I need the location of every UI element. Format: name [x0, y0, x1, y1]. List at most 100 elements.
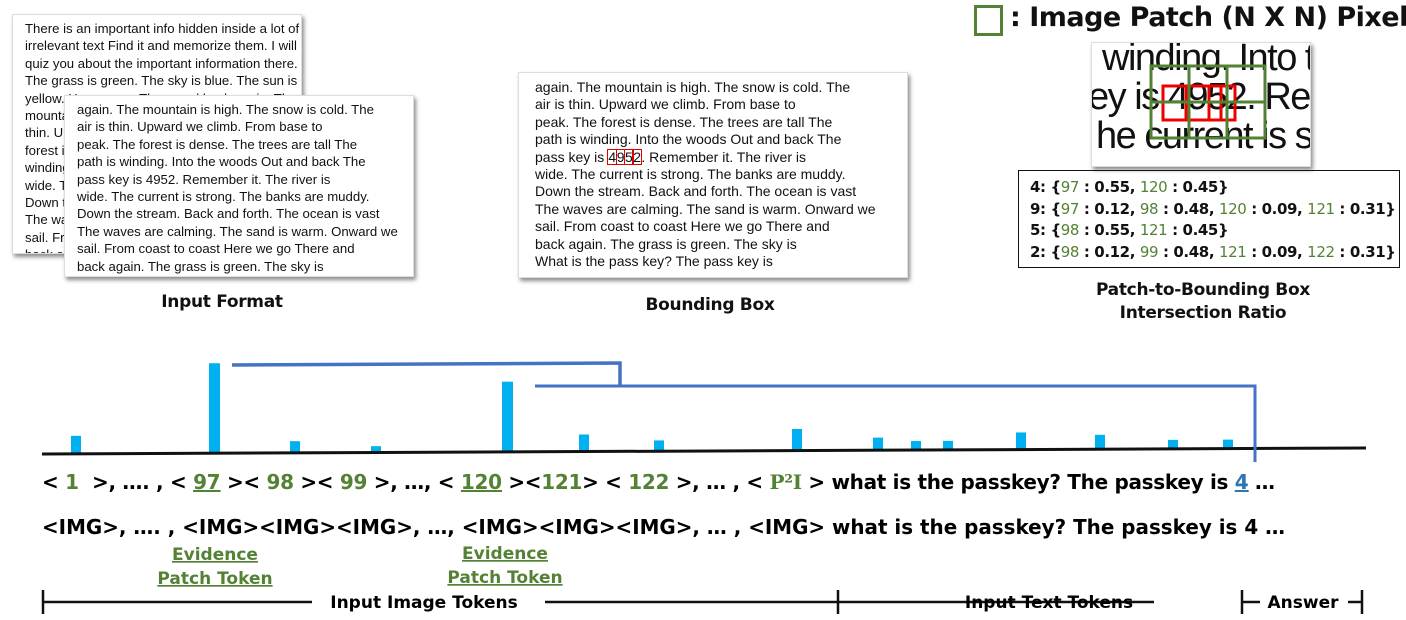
bounding-box-caption: Bounding Box	[645, 295, 775, 315]
patch-grid-overlay	[1149, 64, 1267, 140]
patch-index: 98	[1060, 221, 1080, 239]
attention-bar	[943, 440, 953, 450]
text-line: wide. T	[25, 177, 68, 193]
attention-bar	[654, 440, 664, 452]
ratio-digit: 5	[1030, 221, 1041, 239]
ratio-value: 0.12	[1094, 242, 1130, 261]
token-text: ><	[294, 470, 341, 494]
text-line: path is winding. Into the woods Out and …	[535, 131, 842, 148]
patch-index-token: 120	[461, 470, 502, 494]
key-line: pass key is 4952. Remember it. The river…	[535, 148, 907, 166]
attention-bar	[1095, 434, 1105, 450]
attention-link-97	[231, 361, 622, 385]
text-line: thin. Up	[25, 125, 71, 141]
text-line: peak. The forest is dense. The trees are…	[77, 136, 358, 152]
attention-bar	[71, 435, 81, 454]
digit-bounding-box: 2	[632, 148, 643, 165]
ratio-value: 0.09	[1261, 242, 1298, 261]
token-text: > what is the passkey? The passkey is	[802, 470, 1235, 494]
patch-index-token: P²I	[770, 470, 803, 494]
patch-index-token: 121	[541, 470, 582, 494]
text-line: Down the stream. Back and forth. The oce…	[77, 206, 380, 222]
patch-index: 98	[1139, 199, 1159, 218]
text-line: The waves are calming. The sand is warm.…	[535, 200, 876, 217]
input-format-caption: Input Format	[161, 292, 283, 312]
patch-index: 97	[1060, 178, 1080, 196]
token-text: …	[1248, 470, 1275, 494]
patch-index-token: 99	[340, 470, 368, 494]
patch-index: 97	[1060, 199, 1080, 218]
text-line: again. The mountain is high. The snow is…	[77, 102, 374, 117]
text-line: back again. The grass is green. The sky …	[535, 235, 797, 252]
text-line: back again. The grass is green. The sky …	[77, 258, 324, 274]
text-line: There is an important info hidden inside…	[25, 21, 300, 36]
attention-bar	[1223, 439, 1233, 449]
image-token-row: <IMG>, …. , <IMG><IMG><IMG>, …, <IMG><IM…	[42, 515, 1285, 539]
ratio-value: 0.12	[1094, 199, 1130, 218]
text-line: wide. The current is strong. The banks a…	[77, 188, 370, 204]
evidence-label-97: Evidence	[172, 545, 258, 565]
digit-bounding-box: 5	[623, 148, 634, 165]
attention-bar	[1168, 439, 1178, 449]
input-document-front: again. The mountain is high. The snow is…	[64, 95, 414, 277]
patch-index: 122	[1307, 242, 1335, 261]
attention-bars	[71, 363, 1233, 454]
patch-zoom-line: ey is 4952. Rer	[1091, 76, 1311, 118]
token-text: <	[42, 470, 65, 494]
patch-zoom-line: winding. Into tl	[1102, 42, 1311, 79]
text-line: The waves are calming. The sand is warm.…	[77, 223, 398, 239]
text-line: again. The mountain is high. The snow is…	[535, 79, 851, 95]
token-text: >, …, <	[367, 470, 461, 494]
text-line: What is the pass key? The pass key is	[77, 275, 413, 277]
ratio-caption-line2: Intersection Ratio	[1119, 303, 1287, 323]
ratio-value: 0.48	[1173, 199, 1209, 218]
ratio-value: 0.31	[1349, 242, 1386, 261]
text-line: air is thin. Upward we climb. From base …	[535, 96, 796, 113]
text-line: quiz you about the important information…	[25, 55, 298, 71]
key-line-prefix: pass key is	[535, 148, 609, 165]
attention-bar	[911, 441, 921, 451]
ratio-value: 0.31	[1349, 199, 1386, 218]
ratio-value: 0.55	[1094, 221, 1130, 239]
token-text: >, …. , <	[79, 470, 194, 494]
patch-index: 121	[1307, 199, 1335, 218]
attention-bar	[502, 381, 513, 452]
patch-index-token: 122	[628, 470, 669, 494]
attention-link-120-to-answer	[535, 384, 1257, 462]
image-patch-legend-square	[974, 5, 1003, 36]
patch-grid	[1149, 64, 1267, 140]
text-line: What is the pass key? The pass key is	[535, 252, 773, 269]
patch-token-label-97: Patch Token	[157, 569, 272, 589]
text-line: back a	[25, 246, 301, 253]
ratio-row: 2: {98 : 0.12, 99 : 0.48, 121 : 0.09, 12…	[1030, 242, 1396, 261]
text-line: sail. From coast to coast Here we go The…	[77, 241, 355, 257]
text-line: path is winding. Into the woods Out and …	[77, 154, 366, 170]
text-line: Down t	[25, 194, 67, 210]
token-axis-line	[41, 446, 1367, 456]
patch-zoom-line: he current is s	[1096, 115, 1311, 157]
ratio-value: 0.09	[1261, 199, 1298, 218]
input-text-tokens-label: Input Text Tokens	[965, 593, 1133, 613]
text-line: Down the stream. Back and forth. The oce…	[535, 183, 857, 200]
key-line-suffix: . Remember it. The river is	[641, 148, 806, 165]
patch-zoom-image: winding. Into tl ey is 4952. Rer he curr…	[1091, 42, 1311, 167]
patch-index-token: 98	[266, 470, 294, 494]
token-text: >, … , <	[669, 470, 770, 494]
ratio-row: 4: {97 : 0.55, 120 : 0.45}	[1030, 178, 1229, 196]
text-line: pass key is 4952. Remember it. The river…	[77, 171, 331, 187]
bounding-box-document: again. The mountain is high. The snow is…	[518, 72, 908, 278]
input-image-tokens-label: Input Image Tokens	[330, 593, 518, 613]
patch-index: 120	[1218, 199, 1247, 218]
token-text: ><	[502, 470, 542, 494]
text-line: mounta	[25, 107, 69, 123]
text-line: irrelevant text Find it and memorize the…	[25, 38, 297, 54]
ratio-digit: 9	[1030, 199, 1041, 218]
patch-index: 98	[1060, 242, 1080, 261]
patch-index-token-row: < 1 >, …. , < 97 >< 98 >< 99 >, …, < 120…	[42, 470, 1275, 494]
text-line: wide. The current is strong. The banks a…	[535, 165, 846, 182]
attention-bar	[579, 434, 589, 452]
patch-index: 99	[1139, 242, 1159, 261]
attention-bar	[290, 441, 300, 453]
token-text: ><	[220, 470, 267, 494]
ratio-value: 0.45	[1182, 221, 1219, 239]
